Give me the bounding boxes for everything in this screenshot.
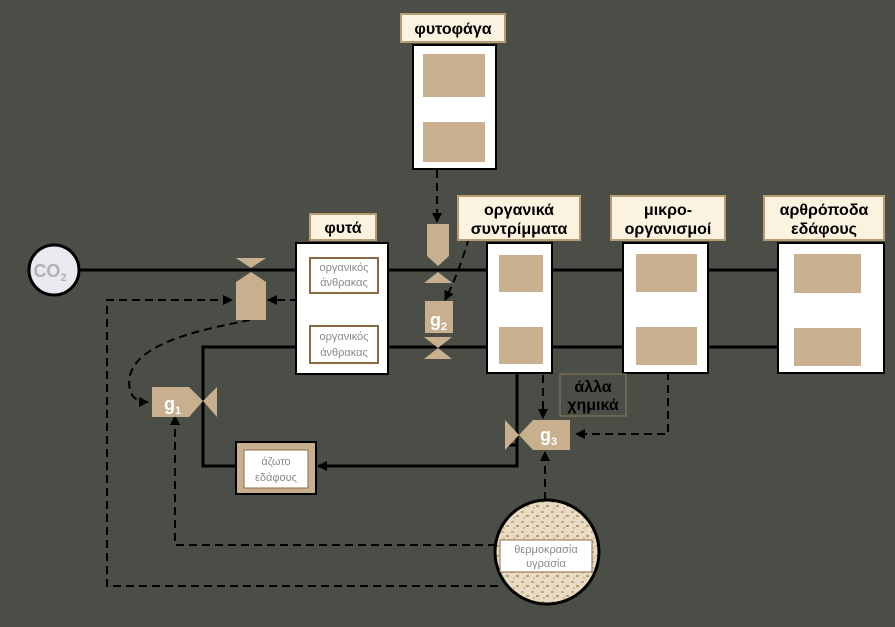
microorganisms-node: μικρο- οργανισμοί xyxy=(610,195,726,374)
upper-gate-to-g1-dash xyxy=(128,319,251,407)
soil-arthropods-node: αρθρόποδα εδάφους xyxy=(763,195,885,374)
g2-label: g2 xyxy=(430,310,447,333)
micro-to-g3-dash xyxy=(575,372,669,439)
soil-nitrogen-title-1: άζωτο xyxy=(261,456,290,468)
microorganisms-title-2: οργανισμοί xyxy=(625,221,712,238)
plants-node: φυτά οργανικός άνθρακας οργανικός άνθρακ… xyxy=(295,213,389,375)
climate-to-upper-gate-dash xyxy=(106,295,498,587)
debris-to-g2-arrow xyxy=(444,199,479,301)
plants-slot1-line2: άνθρακας xyxy=(320,277,368,289)
valve-g3: g3 xyxy=(505,420,570,450)
valve-co2-inlet xyxy=(236,258,266,320)
valve-herbivore-upper xyxy=(424,224,452,283)
herbivores-title: φυτοφάγα xyxy=(414,21,491,38)
climate-node: θερμοκρασία υγρασία xyxy=(493,498,601,606)
co2-node: CO2 xyxy=(27,243,81,297)
dashed-connectors xyxy=(106,170,669,587)
co2-label: CO2 xyxy=(33,261,66,284)
solid-connectors xyxy=(80,265,791,471)
plants-slot1-line1: οργανικός xyxy=(320,262,369,274)
climate-title-1: θερμοκρασία xyxy=(514,544,578,556)
plants-slot2-line2: άνθρακας xyxy=(320,347,368,359)
other-chemicals-title-1: άλλα xyxy=(574,379,611,396)
soil-nitrogen-title-2: εδάφους xyxy=(255,472,297,484)
organic-debris-title-1: οργανικά xyxy=(484,202,554,219)
valve-g2: g2 xyxy=(424,301,453,359)
nitrogen-to-plants-arrow xyxy=(201,342,309,468)
other-chemicals-title-2: χημικά xyxy=(567,397,619,414)
other-chemicals-node: άλλα χημικά xyxy=(559,373,627,417)
g1-label: g1 xyxy=(164,394,181,417)
plants-slot2-line1: οργανικός xyxy=(320,331,369,343)
g3-label: g3 xyxy=(540,425,557,448)
soil-nitrogen-node: άζωτο εδάφους xyxy=(235,441,317,495)
plants-title: φυτά xyxy=(324,220,361,237)
climate-to-g1-dash xyxy=(170,415,496,546)
herbivores-node: φυτοφάγα xyxy=(400,13,506,170)
organic-debris-title-2: συντρίμματα xyxy=(471,221,568,238)
g3-to-nitrogen-arrow xyxy=(317,445,519,471)
climate-title-2: υγρασία xyxy=(526,558,566,570)
valve-g1: g1 xyxy=(152,387,217,417)
organic-debris-node: οργανικά συντρίμματα xyxy=(457,195,581,374)
microorganisms-title-1: μικρο- xyxy=(644,202,692,219)
soil-arthropods-title-1: αρθρόποδα xyxy=(780,202,869,219)
soil-arthropods-title-2: εδάφους xyxy=(791,221,857,238)
